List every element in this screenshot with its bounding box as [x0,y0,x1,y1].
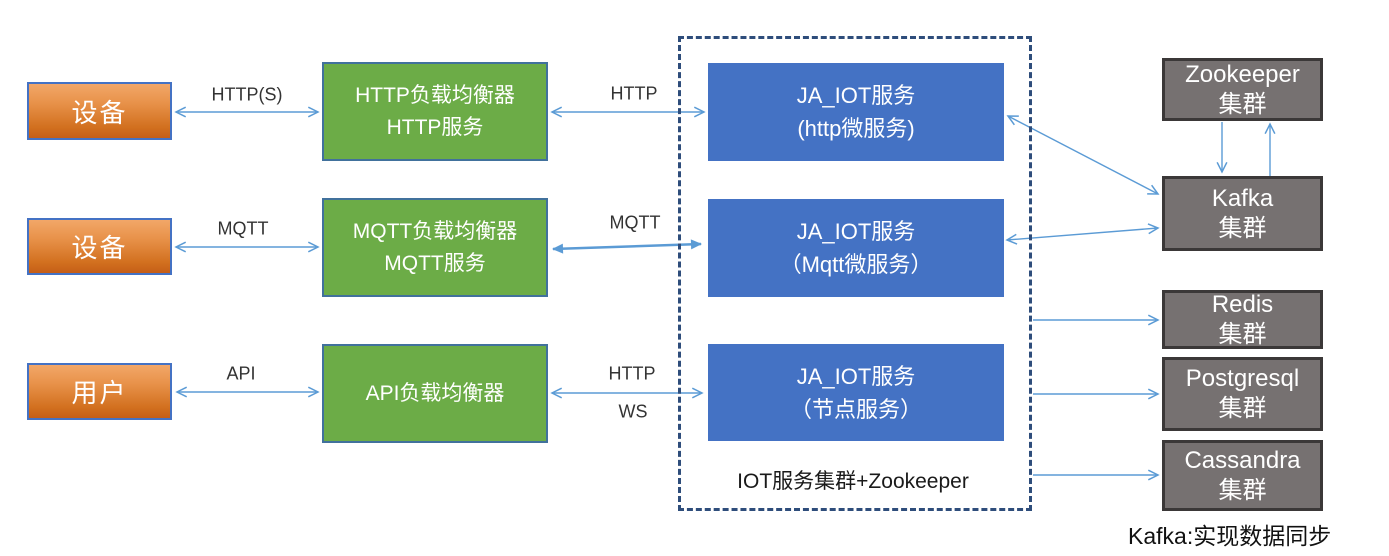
edge-label-ws: WS [618,401,648,422]
node-device-2: 设备 [27,218,172,275]
api-lb-line1: API负载均衡器 [365,381,505,405]
node-mqtt-load-balancer: MQTT负载均衡器 MQTT服务 [322,198,548,297]
kafka-line2: 集群 [1218,214,1267,242]
edge-label-http-row1: HTTP [610,83,658,104]
kafka-sync-footnote: Kafka:实现数据同步 [1128,523,1332,549]
node-device-1: 设备 [27,82,172,140]
cassandra-line2: 集群 [1218,476,1267,504]
node-user-label: 用户 [71,378,128,408]
kafka-line1: Kafka [1211,184,1274,212]
node-kafka-cluster: Kafka 集群 [1162,176,1323,251]
node-jaiot-node-service: JA_IOT服务 （节点服务） [708,344,1004,441]
iot-cluster-container [678,36,1032,511]
edge-label-mqtt-right: MQTT [609,212,661,233]
node-zookeeper-cluster: Zookeeper 集群 [1162,58,1323,121]
node-user: 用户 [27,363,172,420]
http-lb-line2: HTTP服务 [386,115,484,139]
edge-label-mqtt-left: MQTT [217,218,269,239]
http-lb-line1: HTTP负载均衡器 [355,84,515,107]
zookeeper-line1: Zookeeper [1185,60,1300,88]
edge-label-http-row3: HTTP [608,363,656,384]
jaiot-mqtt-line2: （Mqtt微服务） [779,252,933,277]
node-device-2-label: 设备 [71,233,128,263]
node-cassandra-cluster: Cassandra 集群 [1162,440,1323,511]
jaiot-http-line2: (http微服务) [797,116,915,141]
postgresql-line1: Postgresql [1185,365,1300,392]
node-device-1-label: 设备 [71,97,128,128]
jaiot-node-line2: （节点服务） [789,396,922,422]
node-api-load-balancer: API负载均衡器 [322,344,548,443]
mqtt-lb-line1: MQTT负载均衡器 [352,220,518,243]
iot-cluster-caption: IOT服务集群+Zookeeper [737,470,969,493]
node-jaiot-mqtt-service: JA_IOT服务 （Mqtt微服务） [708,199,1004,297]
cassandra-line1: Cassandra [1184,446,1301,474]
edge-label-https: HTTP(S) [211,84,283,105]
redis-line1: Redis [1211,290,1274,318]
jaiot-mqtt-line1: JA_IOT服务 [796,219,916,244]
node-redis-cluster: Redis 集群 [1162,290,1323,349]
node-jaiot-http-service: JA_IOT服务 (http微服务) [708,63,1004,161]
mqtt-lb-line2: MQTT服务 [384,251,486,275]
postgresql-line2: 集群 [1218,395,1267,422]
node-postgresql-cluster: Postgresql 集群 [1162,357,1323,431]
edge-label-api: API [226,363,256,384]
jaiot-http-line1: JA_IOT服务 [796,83,916,108]
jaiot-node-line1: JA_IOT服务 [796,363,916,389]
zookeeper-line2: 集群 [1218,90,1267,118]
node-http-load-balancer: HTTP负载均衡器 HTTP服务 [322,62,548,161]
redis-line2: 集群 [1218,320,1267,348]
